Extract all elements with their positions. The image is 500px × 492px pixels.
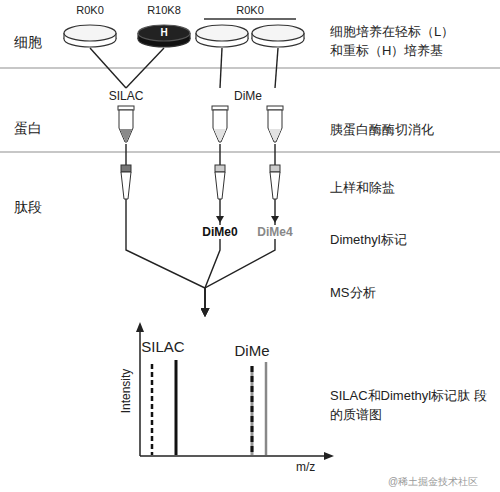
heavy-marker: H xyxy=(134,27,194,39)
peak-dime0 xyxy=(251,366,254,455)
step-note: MS分析 xyxy=(330,283,376,302)
step-note: SILAC和Dimethyl标记肽 段的质谱图 xyxy=(330,386,488,424)
tube xyxy=(118,106,134,142)
tube-cap xyxy=(118,106,134,110)
tube xyxy=(212,106,228,142)
small-arrowhead xyxy=(271,216,279,223)
desalting-tip xyxy=(270,165,280,199)
connector xyxy=(126,48,164,88)
peak-label: SILAC xyxy=(128,338,198,355)
culture-dish: R0K0 xyxy=(192,4,308,48)
watermark: @稀土掘金技术社区 xyxy=(388,474,478,489)
tip-body xyxy=(215,172,225,199)
petri-dish xyxy=(252,25,304,47)
bracket-bar xyxy=(204,18,296,20)
tube-liquid xyxy=(214,129,227,141)
x-axis xyxy=(140,455,326,457)
tip-sample xyxy=(215,165,225,172)
connector-line xyxy=(126,144,205,316)
peak-light xyxy=(151,364,154,455)
dish-top xyxy=(252,25,304,41)
step-note: 胰蛋白酶酶切消化 xyxy=(330,120,434,139)
stage-title: 蛋白 xyxy=(14,118,42,138)
tube-liquid xyxy=(269,129,282,141)
culture-dish: R0K0 xyxy=(62,4,118,48)
small-arrowhead xyxy=(216,216,224,223)
tube-liquid xyxy=(120,129,133,141)
peak-heavy xyxy=(175,360,178,455)
section-divider xyxy=(0,151,500,153)
connector-line xyxy=(126,48,164,88)
tube-body xyxy=(268,110,282,142)
dish-top xyxy=(64,25,116,41)
tip-sample xyxy=(121,165,131,172)
step-note: 上样和除盐 xyxy=(330,178,395,197)
culture-dish: R10K8H xyxy=(134,4,194,48)
connector-line xyxy=(275,48,278,88)
method-label: SILAC xyxy=(105,89,147,103)
connector-line xyxy=(220,48,222,88)
method-label: DiMe xyxy=(196,89,300,103)
desalting-tip xyxy=(215,165,225,199)
tube-cap xyxy=(212,106,228,110)
tube xyxy=(267,106,283,142)
dish-label: R0K0 xyxy=(62,4,118,17)
sample-tube: SILAC xyxy=(105,88,147,144)
petri-dish xyxy=(64,25,116,47)
dish-label: R0K0 xyxy=(192,4,308,17)
axis-arrow xyxy=(136,322,144,332)
y-axis xyxy=(139,330,141,456)
edge-label: DiMe4 xyxy=(255,225,294,239)
edge-label: DiMe0 xyxy=(200,225,239,239)
spectrum-plot: SILAC DiMeIntensity m/z xyxy=(118,316,340,476)
step-note: Dimethyl标记 xyxy=(330,230,407,249)
sample-tube: DiMe xyxy=(196,88,300,144)
connector xyxy=(220,48,278,88)
section-divider xyxy=(0,67,500,69)
axis-title: m/z xyxy=(296,460,315,474)
step-note: 细胞培养在轻标（L） 和重标（H）培养基 xyxy=(330,22,462,60)
tip-sample xyxy=(270,165,280,172)
tube-body xyxy=(119,110,133,142)
dish-top xyxy=(196,25,248,41)
peak-label: DiMe xyxy=(222,342,282,359)
axis-title: Intensity xyxy=(119,351,133,431)
tip-body xyxy=(121,172,131,199)
tip-body xyxy=(270,172,280,199)
stage-title: 细胞 xyxy=(14,32,42,52)
axis-arrow xyxy=(324,452,334,460)
connector xyxy=(126,144,205,316)
peak-dime0-back xyxy=(251,366,254,455)
connector xyxy=(90,48,126,88)
connector-line xyxy=(90,48,126,88)
dish-label: R10K8 xyxy=(134,4,194,17)
petri-dish xyxy=(196,25,248,47)
stage-title: 肽段 xyxy=(14,197,42,217)
peak-dime4 xyxy=(265,362,268,455)
tube-cap xyxy=(267,106,283,110)
desalting-tip xyxy=(121,165,131,199)
tube-body xyxy=(213,110,227,142)
